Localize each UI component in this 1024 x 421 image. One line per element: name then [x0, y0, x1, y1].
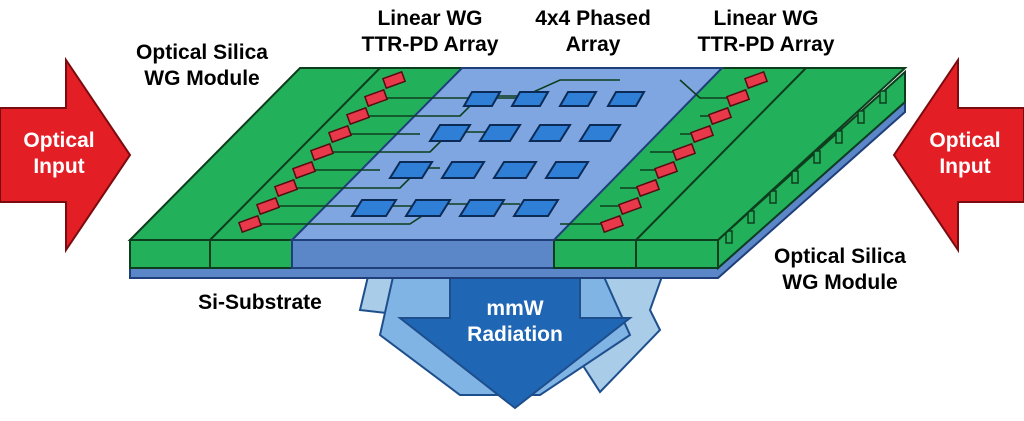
phased-array-patches — [350, 91, 646, 217]
pd-array-right — [599, 70, 769, 234]
patch — [606, 91, 646, 107]
patch — [404, 199, 452, 217]
label-phased-array: 4x4 Phased Array — [535, 7, 651, 56]
patch — [510, 91, 550, 107]
label-optical-input-right: Optical Input — [929, 129, 1001, 178]
front-array-face — [291, 239, 555, 269]
side-waveguide-ports — [725, 90, 887, 244]
label-pd-array-left: Linear WG TTR-PD Array — [361, 7, 499, 56]
label-mmw-radiation: mmW Radiation — [467, 297, 563, 346]
patch — [440, 161, 486, 179]
patch — [544, 161, 590, 179]
label-silica-module-right: Optical Silica WG Module — [774, 245, 906, 294]
patch — [492, 161, 538, 179]
patch — [558, 91, 598, 107]
patch — [578, 124, 622, 142]
patch — [458, 199, 506, 217]
front-silica-left-2 — [209, 239, 293, 269]
patch — [512, 199, 560, 217]
label-optical-input-left: Optical Input — [23, 129, 95, 178]
left-arrow-icon — [892, 56, 1024, 254]
radiation-beams — [358, 267, 667, 410]
front-silica-right-2 — [635, 239, 719, 269]
pd-array-left — [237, 70, 407, 234]
label-silica-module-left: Optical Silica WG Module — [136, 41, 268, 90]
patch — [428, 124, 472, 142]
label-pd-array-right: Linear WG TTR-PD Array — [697, 7, 835, 56]
front-silica-right — [553, 239, 637, 269]
patch — [478, 124, 522, 142]
patch — [528, 124, 572, 142]
patch — [388, 161, 434, 179]
patch — [350, 199, 398, 217]
label-si-substrate: Si-Substrate — [198, 291, 322, 314]
front-silica-left — [129, 239, 211, 269]
right-arrow-icon — [0, 56, 132, 254]
array-region — [289, 67, 725, 241]
patch — [462, 91, 502, 107]
